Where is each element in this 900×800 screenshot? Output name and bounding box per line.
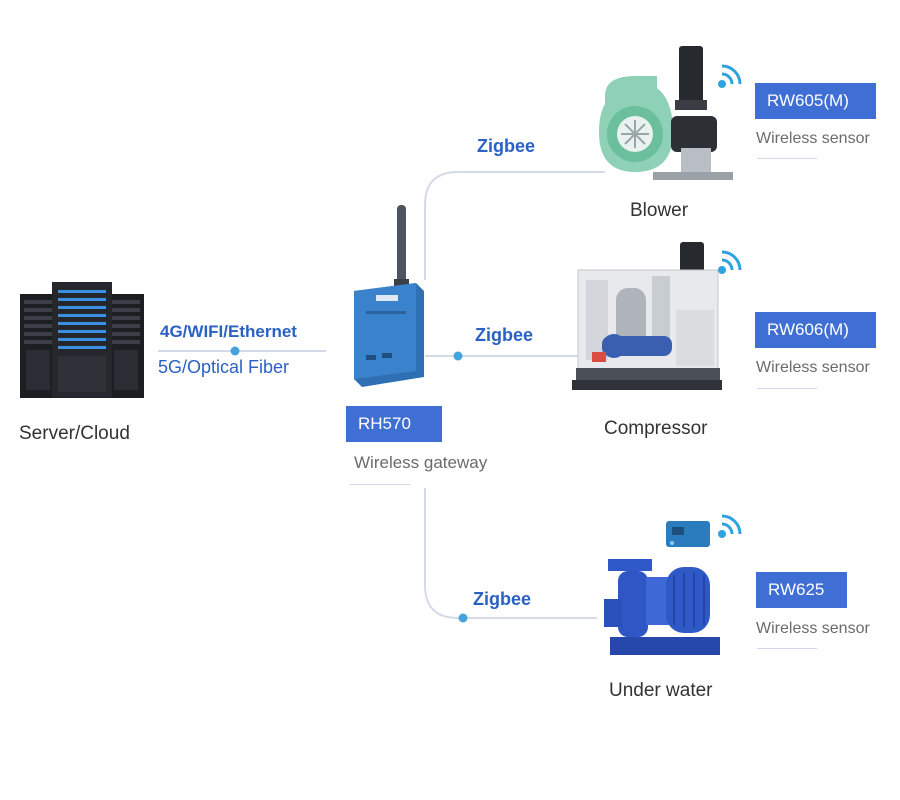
server-label: Server/Cloud — [19, 423, 130, 444]
gateway-brand-mark — [376, 291, 398, 297]
gateway-device-icon — [354, 205, 424, 387]
link-line-pump — [424, 488, 597, 619]
device-name-pump: Under water — [609, 680, 713, 701]
wireless-signal-icon — [718, 514, 742, 538]
sensor-type-pump: Wireless sensor — [756, 620, 870, 637]
sensor-type-compressor: Wireless sensor — [756, 359, 870, 376]
sensor-model-tag-compressor: RW606(M) — [755, 312, 876, 348]
link-label-compressor: Zigbee — [475, 325, 534, 345]
link-label-pump: Zigbee — [473, 589, 532, 609]
sensor-type-blower: Wireless sensor — [756, 130, 870, 147]
link-label-blower: Zigbee — [477, 136, 536, 156]
device-name-blower: Blower — [630, 200, 689, 221]
compressor-icon — [572, 242, 722, 390]
sensor-model-tag-blower: RW605(M) — [755, 83, 876, 119]
device-name-compressor: Compressor — [604, 418, 708, 439]
uplink-dot — [230, 346, 240, 356]
wireless-signal-icon — [718, 250, 742, 274]
sensor-model-tag-pump: RW625 — [756, 572, 847, 608]
wireless-signal-icon — [718, 64, 742, 88]
gateway-underline — [350, 484, 410, 485]
gateway-description: Wireless gateway — [354, 453, 488, 472]
pump-icon — [604, 521, 720, 655]
link-line-blower — [424, 171, 605, 280]
link-dot-compressor — [453, 351, 463, 361]
uplink-protocols-secondary: 5G/Optical Fiber — [158, 357, 290, 377]
gateway-model-tag: RH570 — [346, 406, 442, 442]
blower-icon — [599, 46, 733, 180]
sensor-underline-pump — [757, 648, 817, 649]
uplink-protocols-primary: 4G/WIFI/Ethernet — [160, 322, 297, 341]
server-rack-icon — [20, 282, 144, 398]
link-dot-pump — [458, 613, 468, 623]
sensor-underline-blower — [757, 158, 817, 159]
sensor-underline-compressor — [757, 388, 817, 389]
